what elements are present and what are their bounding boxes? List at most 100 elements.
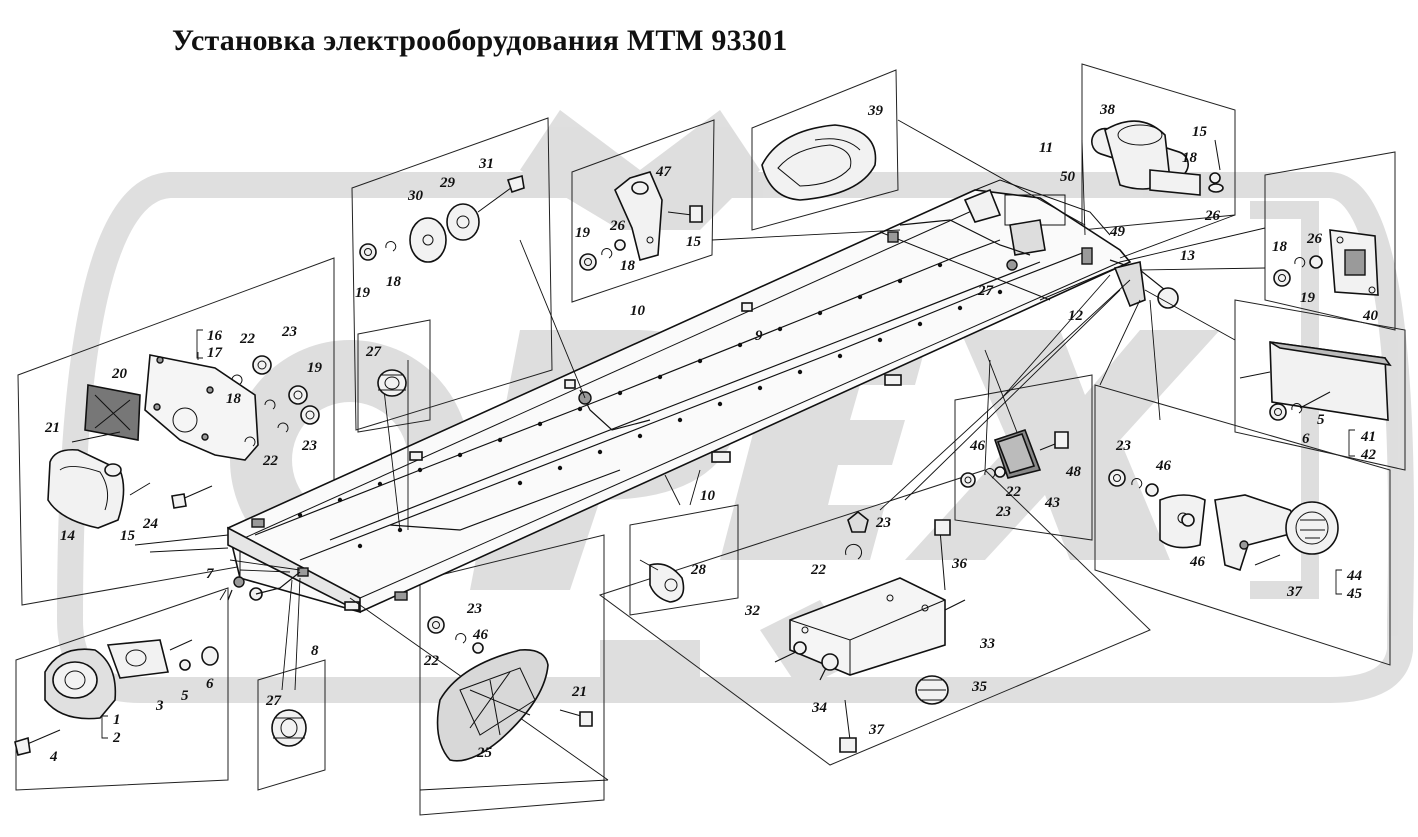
callout-22b: 22	[262, 453, 279, 469]
callout-50: 50	[1060, 169, 1076, 185]
callout-30: 30	[407, 188, 424, 204]
rear-socket-1	[14, 639, 219, 756]
callout-6b: 6	[1302, 431, 1310, 447]
callout-24: 24	[142, 516, 159, 532]
callout-46b: 46	[969, 438, 986, 454]
callout-27c: 27	[265, 693, 282, 709]
callout-7: 7	[206, 566, 214, 582]
callout-26b: 26	[1204, 208, 1221, 224]
grommet-27a	[377, 369, 407, 397]
callout-48: 48	[1065, 464, 1082, 480]
frame-junction-box	[598, 469, 1151, 766]
clamp-38	[1091, 120, 1224, 196]
callout-49: 49	[1109, 224, 1126, 240]
panel-frames	[15, 63, 1406, 816]
callout-23: 23	[281, 324, 298, 340]
callout-22e: 22	[1005, 484, 1022, 500]
frame-lamp-40	[1264, 151, 1396, 331]
callout-26: 26	[609, 218, 626, 234]
callout-20: 20	[111, 366, 128, 382]
callout-22d: 22	[810, 562, 827, 578]
callout-4: 4	[49, 749, 58, 765]
callout-46: 46	[472, 627, 489, 643]
leader-lines	[134, 119, 1266, 791]
clearance-lamp-29-30	[359, 174, 525, 263]
lamp-lens-20	[84, 384, 141, 441]
callout-15: 15	[120, 528, 136, 544]
callout-5b: 5	[1317, 412, 1325, 428]
grommet-27b	[271, 709, 307, 747]
callout-15c: 15	[1192, 124, 1208, 140]
callout-36: 36	[951, 556, 968, 572]
callout-37b: 37	[1286, 584, 1303, 600]
frame-grommet-27a	[357, 319, 431, 433]
callout-8: 8	[311, 643, 319, 659]
callout-34: 34	[811, 700, 828, 716]
callout-31: 31	[478, 156, 494, 172]
callout-1: 1	[113, 712, 121, 728]
callout-38: 38	[1099, 102, 1116, 118]
callout-43: 43	[1044, 495, 1061, 511]
callout-19: 19	[307, 360, 323, 376]
callout-23c: 23	[466, 601, 483, 617]
callout-23f: 23	[1115, 438, 1132, 454]
callout-35: 35	[971, 679, 988, 695]
lamp-41	[1239, 341, 1392, 421]
callout-2: 2	[112, 730, 121, 746]
callout-labels: 1 2 3 4 5 5 6 6 7 8 9 10 10 11 12 13 14 …	[44, 102, 1379, 765]
clamp-39	[761, 124, 877, 201]
callout-33: 33	[979, 636, 996, 652]
callout-32: 32	[744, 603, 761, 619]
callout-3: 3	[155, 698, 164, 714]
callout-45: 45	[1346, 586, 1363, 602]
callout-19b: 19	[355, 285, 371, 301]
callout-29: 29	[439, 175, 456, 191]
callout-18: 18	[226, 391, 242, 407]
callout-40: 40	[1362, 308, 1379, 324]
callout-11: 11	[1039, 140, 1053, 156]
callout-10: 10	[630, 303, 646, 319]
callout-44: 44	[1346, 568, 1363, 584]
callout-5: 5	[181, 688, 189, 704]
frame-clamp-39	[751, 69, 899, 231]
bolts-left	[71, 355, 320, 509]
callout-13: 13	[1180, 248, 1196, 264]
callout-37: 37	[868, 722, 885, 738]
callout-18e: 18	[1272, 239, 1288, 255]
callout-18d: 18	[1182, 150, 1198, 166]
callout-23d: 23	[875, 515, 892, 531]
callout-27b: 27	[977, 283, 994, 299]
callout-21: 21	[44, 420, 60, 436]
callout-23e: 23	[995, 504, 1012, 520]
number-plate-bracket	[144, 352, 259, 461]
reflector-43	[960, 428, 1069, 488]
callout-6: 6	[206, 676, 214, 692]
callout-46c: 46	[1155, 458, 1172, 474]
lamp-40	[1273, 229, 1379, 296]
callout-23b: 23	[301, 438, 318, 454]
bracket-47	[579, 171, 703, 271]
callout-22: 22	[239, 331, 256, 347]
frame-clip-28	[629, 504, 739, 616]
frame-reflector-25	[419, 534, 605, 816]
callout-18c: 18	[620, 258, 636, 274]
callout-14: 14	[60, 528, 76, 544]
callout-21b: 21	[571, 684, 587, 700]
frame-bracket-47	[571, 119, 715, 303]
callout-19d: 19	[1300, 290, 1316, 306]
frame-side-marker-44	[1094, 384, 1391, 666]
pair-brackets	[101, 329, 1355, 739]
callout-15b: 15	[686, 234, 702, 250]
reflector-25	[427, 616, 593, 762]
callout-17: 17	[207, 345, 223, 361]
callout-39: 39	[867, 103, 884, 119]
callout-46d: 46	[1189, 554, 1206, 570]
frame-grommet-27b	[257, 659, 326, 791]
callout-12: 12	[1068, 308, 1084, 324]
callout-42: 42	[1360, 447, 1377, 463]
callout-26c: 26	[1306, 231, 1323, 247]
callout-41: 41	[1360, 429, 1376, 445]
callout-9: 9	[755, 328, 763, 344]
